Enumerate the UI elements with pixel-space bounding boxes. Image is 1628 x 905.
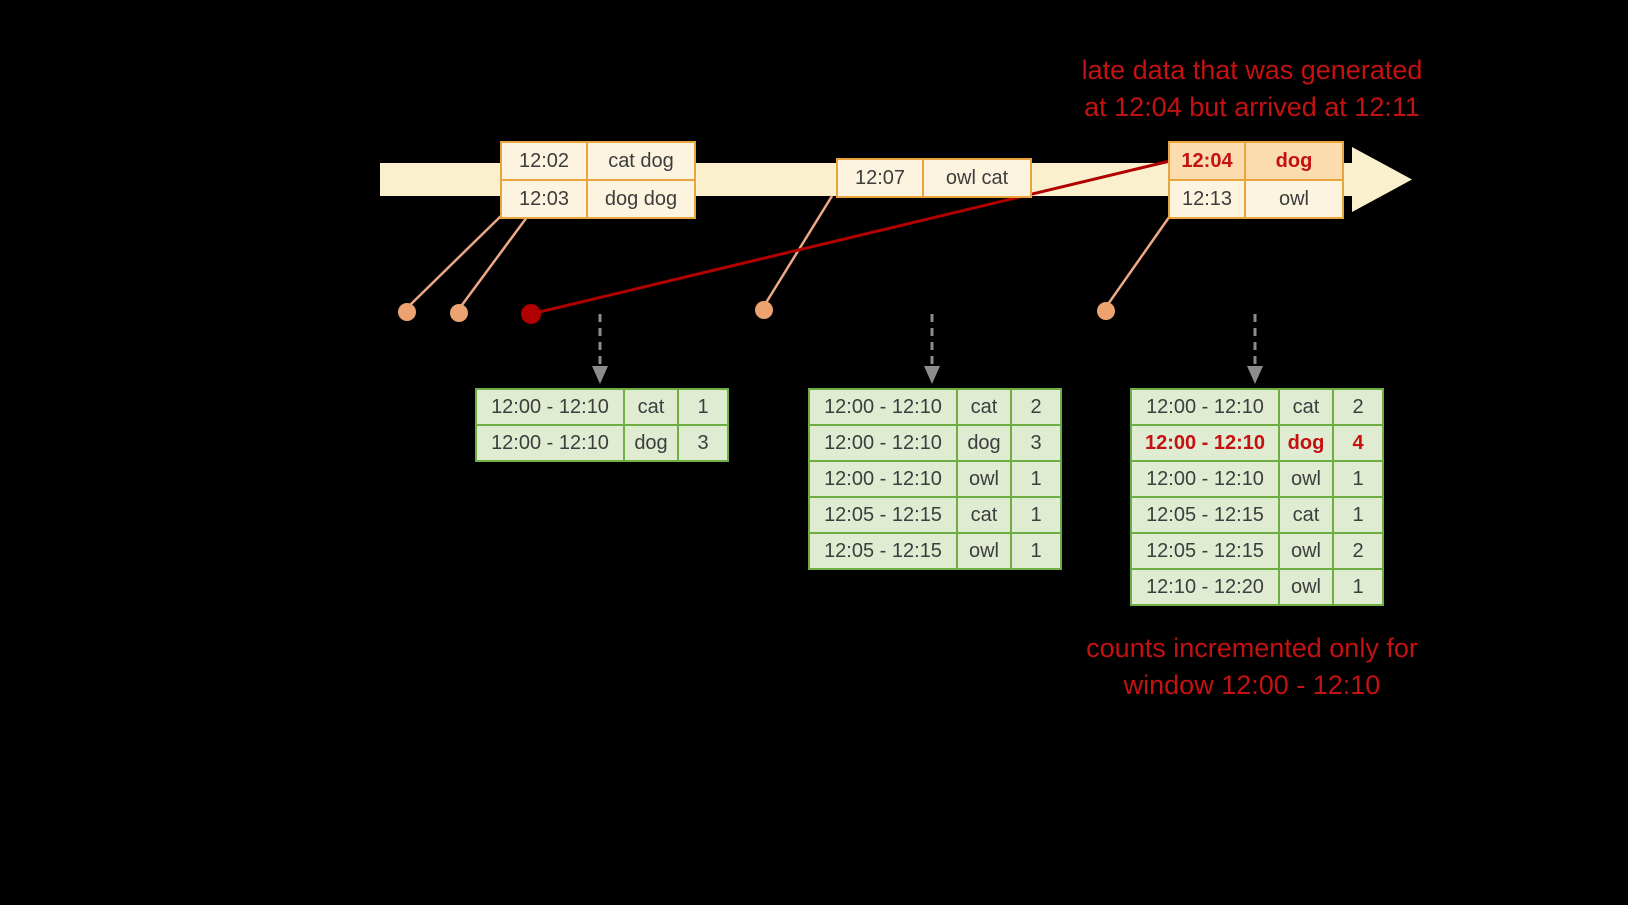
result-window: 12:05 - 12:15 — [1130, 532, 1280, 570]
event-words: owl — [1244, 179, 1344, 219]
counts-incremented-annotation: counts incremented only for window 12:00… — [1032, 630, 1472, 704]
result-word: owl — [956, 460, 1012, 498]
result-row: 12:00 - 12:10 cat 2 — [808, 388, 1062, 426]
trigger-arrowhead-icon — [924, 366, 940, 384]
result-table-1: 12:00 - 12:10 cat 1 12:00 - 12:10 dog 3 — [475, 388, 729, 462]
result-word: dog — [1278, 424, 1334, 462]
result-window: 12:00 - 12:10 — [475, 424, 625, 462]
result-word: dog — [956, 424, 1012, 462]
event-row: 12:13 owl — [1168, 179, 1344, 219]
connector-line-2 — [457, 212, 532, 310]
event-row: 12:03 dog dog — [500, 179, 696, 219]
result-word: owl — [1278, 532, 1334, 570]
result-window: 12:00 - 12:10 — [1130, 424, 1280, 462]
late-data-annotation-line1: late data that was generated — [1081, 55, 1423, 85]
result-count: 1 — [1332, 460, 1384, 498]
trigger-arrowhead-icon — [592, 366, 608, 384]
result-word: cat — [1278, 496, 1334, 534]
result-word: cat — [623, 388, 679, 426]
trigger-arrowhead-icon — [1247, 366, 1263, 384]
result-count: 1 — [1010, 496, 1062, 534]
event-words: dog dog — [586, 179, 696, 219]
event-dot-icon — [450, 304, 468, 322]
result-window: 12:00 - 12:10 — [808, 460, 958, 498]
result-window: 12:05 - 12:15 — [808, 532, 958, 570]
result-count: 1 — [1332, 496, 1384, 534]
result-window: 12:05 - 12:15 — [1130, 496, 1280, 534]
result-count: 2 — [1332, 532, 1384, 570]
event-table-batch2: 12:07 owl cat — [836, 158, 1032, 198]
timeline-arrowhead-icon — [1352, 147, 1412, 212]
event-row: 12:07 owl cat — [836, 158, 1032, 198]
result-count: 1 — [677, 388, 729, 426]
result-count: 3 — [677, 424, 729, 462]
late-updated-result-row: 12:00 - 12:10 dog 4 — [1130, 424, 1384, 462]
result-count: 2 — [1332, 388, 1384, 426]
result-word: cat — [1278, 388, 1334, 426]
result-window: 12:00 - 12:10 — [808, 388, 958, 426]
event-time: 12:13 — [1168, 179, 1246, 219]
event-dot-icon — [398, 303, 416, 321]
event-time: 12:04 — [1168, 141, 1246, 181]
result-word: cat — [956, 388, 1012, 426]
result-word: cat — [956, 496, 1012, 534]
result-count: 4 — [1332, 424, 1384, 462]
result-row: 12:00 - 12:10 owl 1 — [1130, 460, 1384, 498]
result-word: dog — [623, 424, 679, 462]
late-event-dot-icon — [521, 304, 541, 324]
result-row: 12:00 - 12:10 cat 2 — [1130, 388, 1384, 426]
result-window: 12:10 - 12:20 — [1130, 568, 1280, 606]
late-data-line — [530, 159, 1171, 316]
result-row: 12:05 - 12:15 owl 2 — [1130, 532, 1384, 570]
result-row: 12:10 - 12:20 owl 1 — [1130, 568, 1384, 606]
result-table-3: 12:00 - 12:10 cat 2 12:00 - 12:10 dog 4 … — [1130, 388, 1384, 606]
counts-annotation-line2: window 12:00 - 12:10 — [1123, 670, 1381, 700]
result-row: 12:05 - 12:15 cat 1 — [808, 496, 1062, 534]
late-data-annotation: late data that was generated at 12:04 bu… — [1032, 52, 1472, 126]
event-time: 12:07 — [836, 158, 924, 198]
counts-annotation-line1: counts incremented only for — [1086, 633, 1418, 663]
result-word: owl — [1278, 460, 1334, 498]
result-window: 12:00 - 12:10 — [1130, 388, 1280, 426]
result-window: 12:00 - 12:10 — [475, 388, 625, 426]
result-window: 12:00 - 12:10 — [1130, 460, 1280, 498]
event-dot-icon — [1097, 302, 1115, 320]
event-words: cat dog — [586, 141, 696, 181]
result-row: 12:00 - 12:10 dog 3 — [475, 424, 729, 462]
result-table-2: 12:00 - 12:10 cat 2 12:00 - 12:10 dog 3 … — [808, 388, 1062, 570]
result-count: 1 — [1332, 568, 1384, 606]
result-count: 2 — [1010, 388, 1062, 426]
result-word: owl — [956, 532, 1012, 570]
event-row: 12:02 cat dog — [500, 141, 696, 181]
result-count: 1 — [1010, 532, 1062, 570]
event-words: dog — [1244, 141, 1344, 181]
result-window: 12:00 - 12:10 — [808, 424, 958, 462]
result-row: 12:00 - 12:10 dog 3 — [808, 424, 1062, 462]
result-word: owl — [1278, 568, 1334, 606]
connector-line-1 — [406, 212, 505, 309]
result-count: 3 — [1010, 424, 1062, 462]
event-words: owl cat — [922, 158, 1032, 198]
event-dot-icon — [755, 301, 773, 319]
event-table-batch1: 12:02 cat dog 12:03 dog dog — [500, 141, 696, 219]
late-data-annotation-line2: at 12:04 but arrived at 12:11 — [1084, 92, 1420, 122]
result-window: 12:05 - 12:15 — [808, 496, 958, 534]
event-table-batch3: 12:04 dog 12:13 owl — [1168, 141, 1344, 219]
connector-line-4 — [1104, 212, 1174, 308]
result-count: 1 — [1010, 460, 1062, 498]
result-row: 12:00 - 12:10 cat 1 — [475, 388, 729, 426]
result-row: 12:05 - 12:15 owl 1 — [808, 532, 1062, 570]
event-time: 12:02 — [500, 141, 588, 181]
event-time: 12:03 — [500, 179, 588, 219]
result-row: 12:05 - 12:15 cat 1 — [1130, 496, 1384, 534]
result-row: 12:00 - 12:10 owl 1 — [808, 460, 1062, 498]
late-event-row: 12:04 dog — [1168, 141, 1344, 181]
